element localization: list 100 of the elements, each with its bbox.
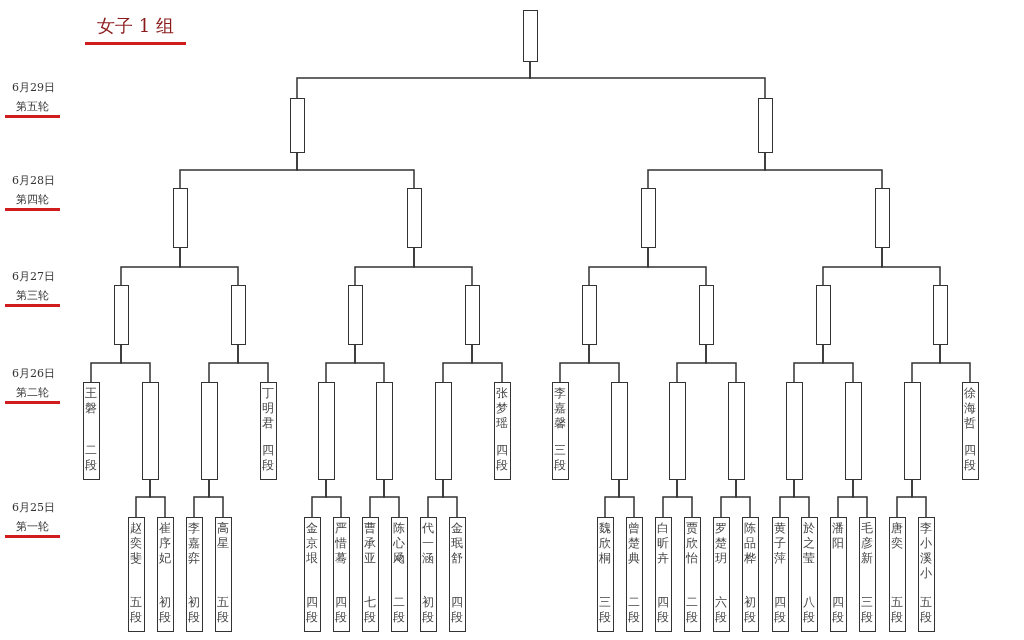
player-name: 赵奕斐: [130, 521, 142, 566]
bracket-line: [442, 479, 458, 518]
empty-bracket-box: [317, 382, 335, 480]
empty-bracket-box: [375, 382, 393, 480]
title: 女子 1 组: [85, 14, 186, 45]
player-box: [127, 517, 145, 632]
player-box: [214, 517, 232, 632]
player-box: [961, 382, 979, 480]
empty-bracket-box: [200, 382, 218, 480]
bracket-line: [705, 344, 737, 383]
date-label: 6月26日: [12, 366, 55, 381]
bracket-line: [179, 247, 239, 286]
player-name: 潘阳: [832, 521, 844, 551]
date-label: 6月25日: [12, 500, 55, 515]
date-label: 6月27日: [12, 269, 55, 284]
empty-bracket-box: [289, 98, 305, 153]
empty-bracket-box: [932, 285, 948, 345]
player-name: 李小溪小: [920, 521, 932, 581]
empty-bracket-box: [874, 188, 890, 248]
bracket-line: [208, 479, 224, 518]
bracket-line: [764, 152, 883, 189]
player-rank: 四段: [306, 595, 318, 625]
bracket-line: [647, 247, 707, 286]
player-box: [917, 517, 935, 632]
bracket-line: [735, 479, 751, 518]
player-name: 李嘉馨: [554, 386, 566, 431]
player-box: [741, 517, 759, 632]
bracket-line: [852, 479, 868, 518]
bracket-line: [471, 344, 503, 383]
bracket-line: [588, 344, 620, 383]
player-name: 金京垠: [306, 521, 318, 566]
empty-bracket-box: [610, 382, 628, 480]
empty-bracket-box: [522, 10, 538, 62]
player-rank: 八段: [803, 595, 815, 625]
round-label: 第二轮: [5, 385, 60, 404]
player-rank: 初段: [188, 595, 200, 625]
player-rank: 二段: [393, 595, 405, 625]
player-rank: 四段: [335, 595, 347, 625]
player-name: 张梦瑶: [496, 386, 508, 431]
bracket-line: [120, 344, 151, 383]
player-name: 丁明君: [262, 386, 274, 431]
player-box: [361, 517, 379, 632]
bracket-line: [354, 344, 385, 383]
bracket-line: [881, 247, 941, 286]
player-name: 崔序妃: [159, 521, 171, 566]
round-label: 第四轮: [5, 192, 60, 211]
player-box: [625, 517, 643, 632]
player-rank: 初段: [159, 595, 171, 625]
empty-bracket-box: [172, 188, 188, 248]
bracket-line: [325, 479, 342, 518]
player-box: [858, 517, 876, 632]
round-label: 第三轮: [5, 288, 60, 307]
bracket-line: [939, 344, 971, 383]
player-name: 魏欣桐: [599, 521, 611, 566]
player-box: [829, 517, 847, 632]
bracket-line: [237, 344, 269, 383]
player-box: [800, 517, 818, 632]
empty-bracket-box: [757, 98, 773, 153]
empty-bracket-box: [464, 285, 480, 345]
player-name: 唐奕: [891, 521, 903, 551]
player-rank: 七段: [364, 595, 376, 625]
player-rank: 二段: [85, 443, 97, 473]
player-box: [185, 517, 203, 632]
player-name: 陈心飏: [393, 521, 405, 566]
player-rank: 四段: [832, 595, 844, 625]
player-rank: 四段: [262, 443, 274, 473]
player-box: [654, 517, 672, 632]
player-name: 黄子萍: [774, 521, 786, 566]
bracket-line: [618, 479, 635, 518]
player-box: [596, 517, 614, 632]
bracket-line: [149, 479, 166, 518]
empty-bracket-box: [230, 285, 246, 345]
player-rank: 三段: [599, 595, 611, 625]
player-name: 金珉舒: [451, 521, 463, 566]
player-rank: 三段: [861, 595, 873, 625]
bracket-line: [793, 479, 810, 518]
round-label: 第五轮: [5, 99, 60, 118]
player-name: 高星: [217, 521, 229, 551]
empty-bracket-box: [844, 382, 862, 480]
player-name: 贾欣怡: [686, 521, 698, 566]
empty-bracket-box: [785, 382, 803, 480]
player-rank: 四段: [964, 443, 976, 473]
player-rank: 初段: [744, 595, 756, 625]
empty-bracket-box: [113, 285, 129, 345]
player-rank: 五段: [920, 595, 932, 625]
player-box: [712, 517, 730, 632]
empty-bracket-box: [581, 285, 597, 345]
empty-bracket-box: [406, 188, 422, 248]
player-name: 罗楚玥: [715, 521, 727, 566]
date-label: 6月29日: [12, 80, 55, 95]
date-label: 6月28日: [12, 173, 55, 188]
empty-bracket-box: [698, 285, 714, 345]
player-rank: 四段: [657, 595, 669, 625]
player-name: 曾楚典: [628, 521, 640, 566]
player-box: [82, 382, 100, 480]
player-rank: 四段: [774, 595, 786, 625]
player-box: [332, 517, 350, 632]
empty-bracket-box: [668, 382, 686, 480]
player-box: [390, 517, 408, 632]
player-name: 代一涵: [422, 521, 434, 566]
